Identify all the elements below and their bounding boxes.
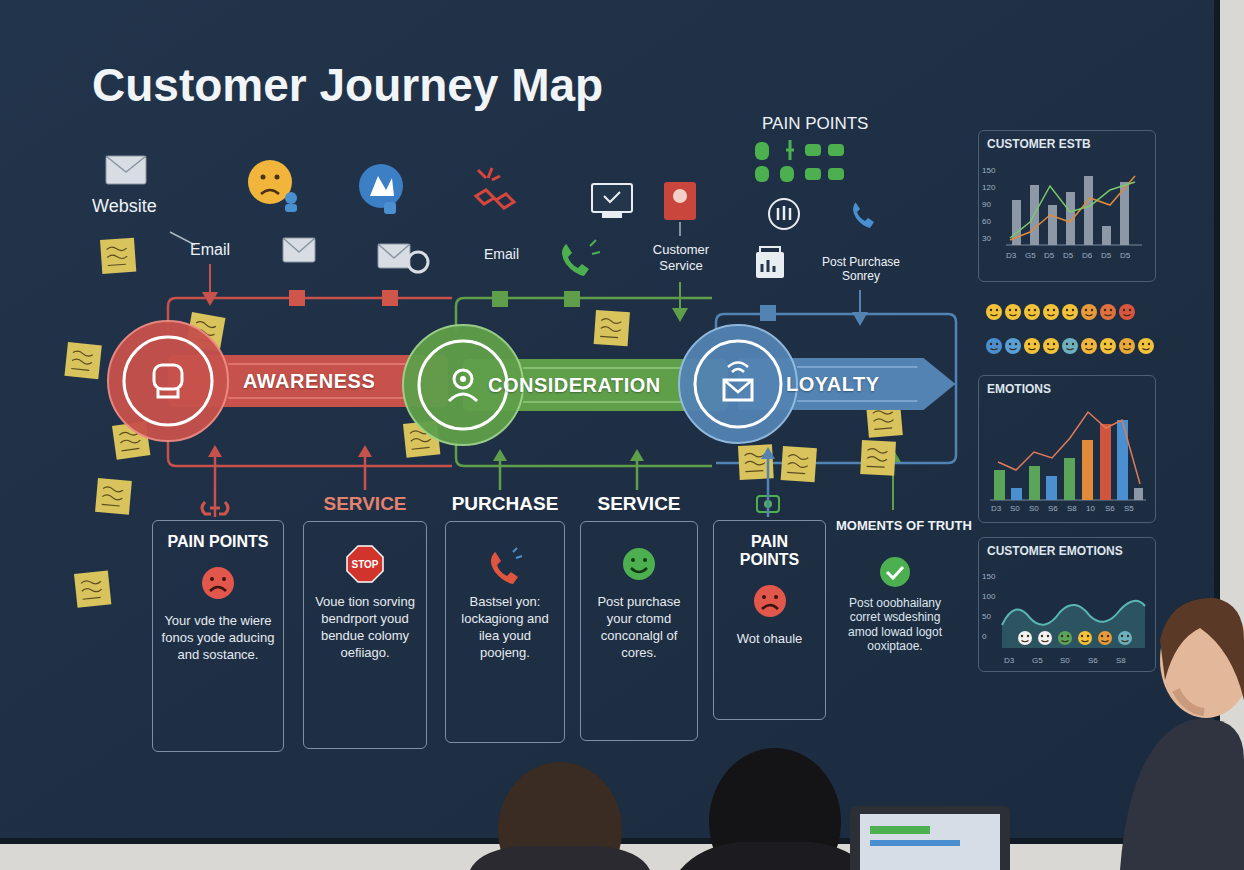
- journey-loop: [168, 298, 956, 466]
- box-icon: [588, 542, 690, 586]
- chart-panel: CUSTOMER EMOTIONS: [978, 537, 1156, 672]
- top-icons: [106, 140, 874, 278]
- box-body: Post purchase your ctomd conconalgl of c…: [588, 594, 690, 662]
- box-heading: PAIN POINTS: [721, 533, 818, 569]
- sticky-notes: [64, 238, 902, 608]
- flow-arrow: [761, 447, 775, 517]
- axis-label: S8: [1116, 656, 1126, 666]
- touchpoint-box: SERVICE STOP Voue tion sorving bendrport y…: [303, 493, 427, 749]
- arrow-line: [499, 460, 502, 490]
- touchpoint-box: PURCHASE Bastsel yon: lockagiong and ilea…: [445, 493, 565, 743]
- axis-label: 60: [982, 217, 991, 227]
- axis-label: G5: [1025, 251, 1036, 261]
- axis-label: 50: [982, 612, 991, 622]
- arrow-line: [214, 456, 217, 517]
- stage-band: AWARENESS: [105, 318, 450, 444]
- box-heading: SERVICE: [303, 493, 427, 515]
- axis-label: S0: [1029, 504, 1039, 514]
- box-body: Your vde the wiere fonos yode aducing an…: [160, 613, 276, 664]
- diagram-title: Customer Journey Map: [92, 58, 603, 112]
- touchpoint-label: Customer Service: [645, 242, 717, 273]
- stage-name: AWARENESS: [243, 370, 375, 393]
- stage-band: LOYALTY: [676, 322, 958, 446]
- axis-label: 10: [1086, 504, 1095, 514]
- box-frame: STOP Voue tion sorving bendrport youd ben…: [303, 521, 427, 749]
- panel-heading: EMOTIONS: [987, 382, 1147, 396]
- arrow-head: [358, 445, 372, 457]
- arrow-head: [208, 445, 222, 457]
- arrow-head: [493, 449, 507, 461]
- axis-label: G5: [1032, 656, 1043, 666]
- axis-label: 30: [982, 234, 991, 244]
- pain-point-box: PAIN POINTS Wot ohaule: [713, 520, 826, 720]
- box-body: Bastsel yon: lockagiong and ilea youd po…: [453, 594, 557, 662]
- axis-label: 0: [982, 632, 986, 642]
- arrow-line: [636, 460, 639, 490]
- pain-point-box: PAIN POINTS Your vde the wiere fonos yode…: [152, 520, 284, 752]
- chart-panel: EMOTIONS: [978, 375, 1156, 523]
- touchpoint-label: MOMENTS OF TRUTH: [836, 518, 972, 534]
- panel-heading: CUSTOMER ESTB: [987, 137, 1147, 151]
- arrow-head: [761, 447, 775, 459]
- sign-text: STOP: [311, 559, 419, 570]
- axis-label: S8: [1067, 504, 1077, 514]
- arrow-line: [364, 456, 367, 490]
- box-heading: SERVICE: [580, 493, 698, 515]
- axis-label: 100: [982, 592, 995, 602]
- touchpoint-label: Email: [190, 240, 230, 259]
- arrow-head: [630, 449, 644, 461]
- flow-arrow: [208, 445, 222, 517]
- box-icon: STOP: [311, 542, 419, 586]
- panel-heading: CUSTOMER EMOTIONS: [987, 544, 1147, 558]
- axis-label: D3: [1004, 656, 1014, 666]
- axis-label: D3: [1006, 251, 1016, 261]
- box-heading: PURCHASE: [445, 493, 565, 515]
- box-icon: [721, 579, 818, 623]
- axis-label: S0: [1010, 504, 1020, 514]
- touchpoint-label: Website: [92, 196, 157, 218]
- flow-arrow: [358, 445, 372, 490]
- emotion-area-chart: [1002, 601, 1145, 648]
- touchpoint-label: Email: [484, 246, 519, 263]
- flow-arrow: [630, 449, 644, 490]
- axis-label: D5: [1044, 251, 1054, 261]
- bar-line-chart: [1006, 176, 1142, 245]
- flow-arrow: [493, 449, 507, 490]
- box-heading: PAIN POINTS: [160, 533, 276, 551]
- box-icon: [160, 561, 276, 605]
- touchpoint-arrows: [202, 264, 901, 510]
- axis-label: D5: [1063, 251, 1073, 261]
- touchpoint-box: SERVICE Post purchase your ctomd conconal…: [580, 493, 698, 741]
- touchpoint-label: Post ooobhailany corret wsdeshing amod l…: [843, 596, 947, 654]
- emotion-faces: [986, 304, 1154, 354]
- touchpoint-label: Post Purchase Sonrey: [815, 255, 907, 284]
- axis-label: 120: [982, 183, 995, 193]
- box-frame: Bastsel yon: lockagiong and ilea youd po…: [445, 521, 565, 743]
- axis-label: 150: [982, 166, 995, 176]
- touchpoint-label: PAIN POINTS: [762, 114, 868, 134]
- axis-label: S0: [1060, 656, 1070, 666]
- stage-name: CONSIDERATION: [488, 374, 661, 397]
- box-body: Wot ohaule: [721, 631, 818, 648]
- emotion-bar-chart: [990, 412, 1146, 500]
- axis-label: D3: [991, 504, 1001, 514]
- axis-label: D5: [1120, 251, 1130, 261]
- axis-label: 150: [982, 572, 995, 582]
- axis-label: S6: [1105, 504, 1115, 514]
- axis-label: D5: [1101, 251, 1111, 261]
- box-body: Voue tion sorving bendrport youd bendue …: [311, 594, 419, 662]
- stage-name: LOYALTY: [786, 373, 880, 396]
- axis-label: 90: [982, 200, 991, 210]
- arrow-line: [767, 458, 770, 517]
- axis-label: S5: [1124, 504, 1134, 514]
- box-frame: Post purchase your ctomd conconalgl of c…: [580, 521, 698, 741]
- axis-label: D6: [1082, 251, 1092, 261]
- box-icon: [453, 542, 557, 586]
- axis-label: S6: [1048, 504, 1058, 514]
- axis-label: S6: [1088, 656, 1098, 666]
